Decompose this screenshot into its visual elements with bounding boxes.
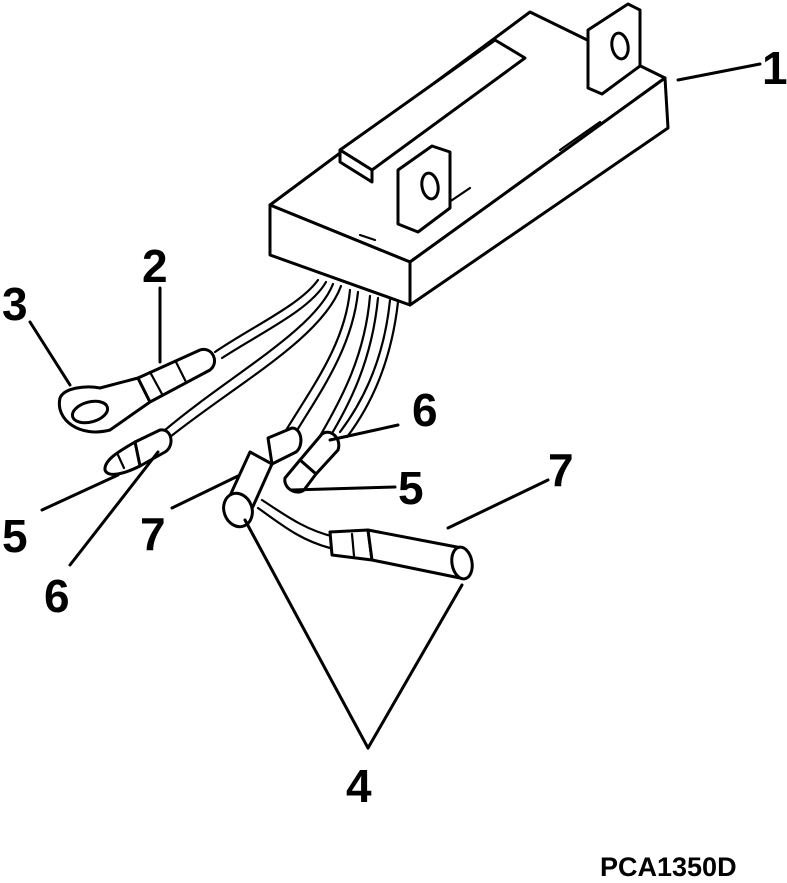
figure-id: PCA1350D — [600, 852, 737, 882]
ring-terminal — [57, 347, 216, 434]
callout-2: 2 — [142, 240, 168, 292]
mounting-tab-front — [396, 144, 452, 234]
callout-1: 1 — [762, 42, 787, 94]
wire-bundle — [163, 278, 400, 442]
callout-5-right: 5 — [398, 462, 424, 514]
center-terminals — [222, 426, 341, 529]
callout-5-left: 5 — [2, 510, 28, 562]
callout-7-left: 7 — [140, 508, 166, 560]
connector-lead-right — [256, 498, 474, 581]
bullet-terminal-left — [103, 428, 173, 476]
callout-3: 3 — [2, 278, 28, 330]
callout-4: 4 — [346, 760, 372, 812]
callout-7-right: 7 — [548, 444, 574, 496]
leader-lines — [28, 62, 762, 750]
callout-6-left: 6 — [44, 570, 70, 622]
callout-6-right: 6 — [412, 384, 438, 436]
mounting-tab-rear — [586, 2, 642, 96]
